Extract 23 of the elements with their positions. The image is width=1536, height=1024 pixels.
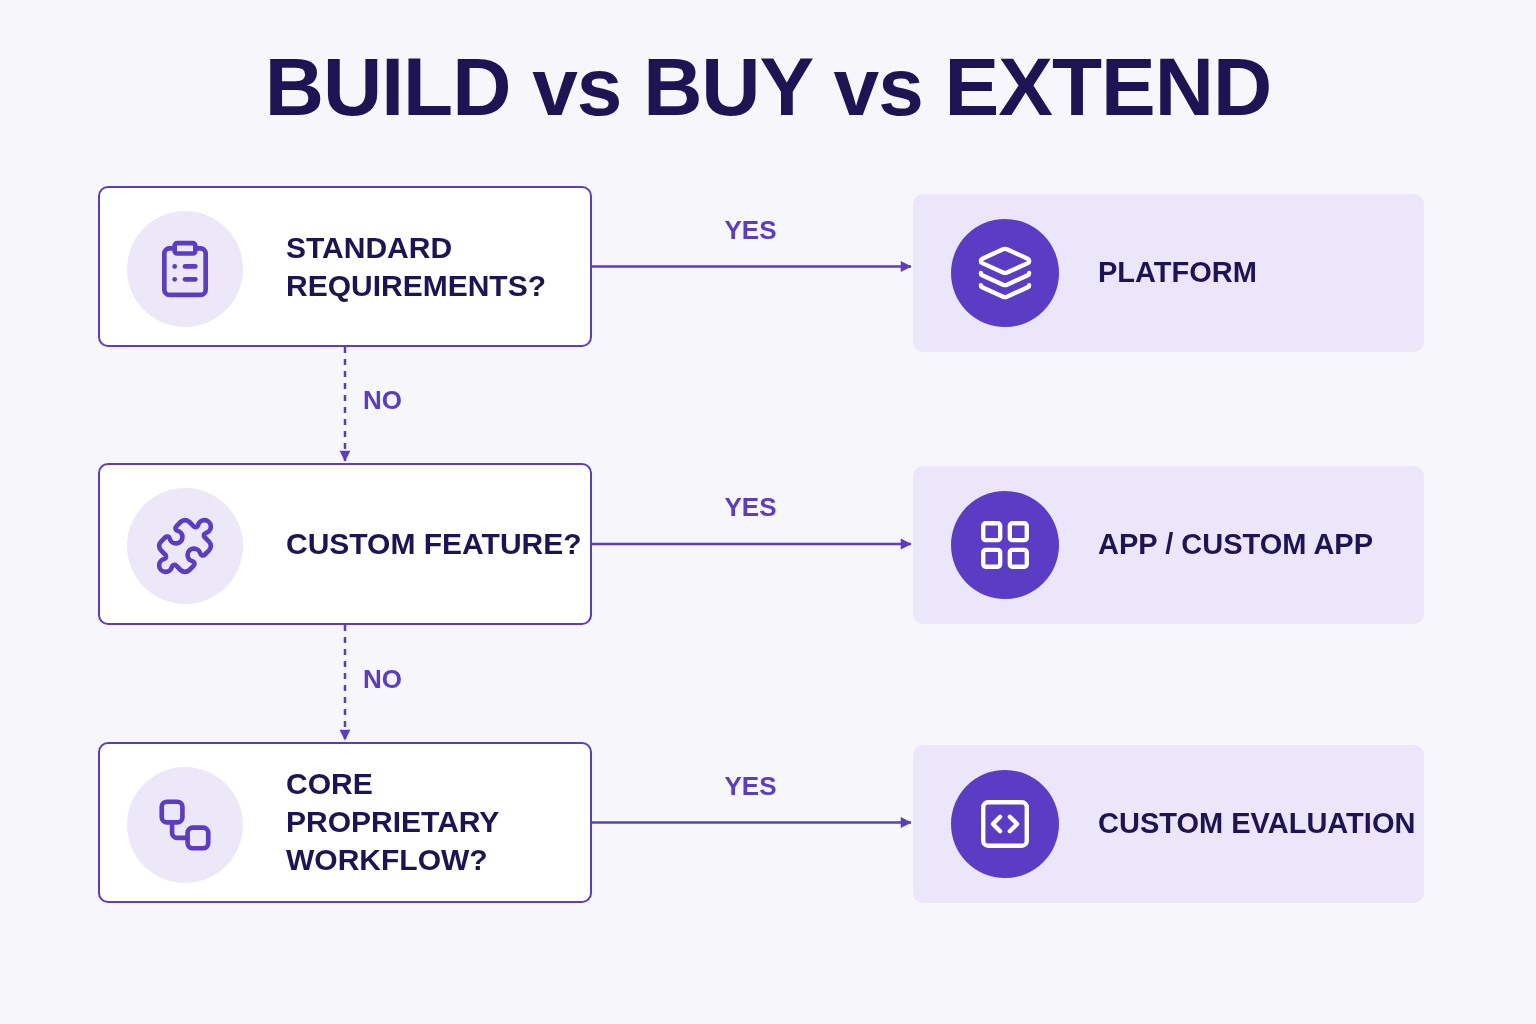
title: BUILD vs BUY vs EXTEND (264, 40, 1272, 134)
question-box (98, 463, 592, 625)
edge-label: NO (363, 663, 402, 695)
arrow (592, 817, 912, 828)
node-label: STANDARD REQUIREMENTS? (286, 229, 547, 304)
edge-label: NO (363, 385, 402, 416)
dashed-arrow (339, 625, 351, 741)
node-label: PLATFORM (1098, 255, 1258, 291)
node-label: CUSTOM EVALUATION (1098, 806, 1417, 842)
edge-label: YES (724, 770, 777, 802)
result-box (913, 466, 1424, 624)
arrow (592, 538, 912, 550)
node-label: APP / CUSTOM APP (1098, 527, 1375, 563)
edge-label: YES (724, 214, 777, 246)
dashed-arrow (339, 347, 351, 462)
arrow (592, 261, 912, 272)
edge-label: YES (724, 492, 777, 523)
result-box (913, 194, 1424, 352)
node-label: CUSTOM FEATURE? (286, 525, 583, 562)
question-box (98, 742, 592, 903)
question-box (98, 186, 592, 347)
node-label: CORE PROPRIETARY WORKFLOW? (286, 765, 500, 879)
result-box (913, 745, 1424, 903)
